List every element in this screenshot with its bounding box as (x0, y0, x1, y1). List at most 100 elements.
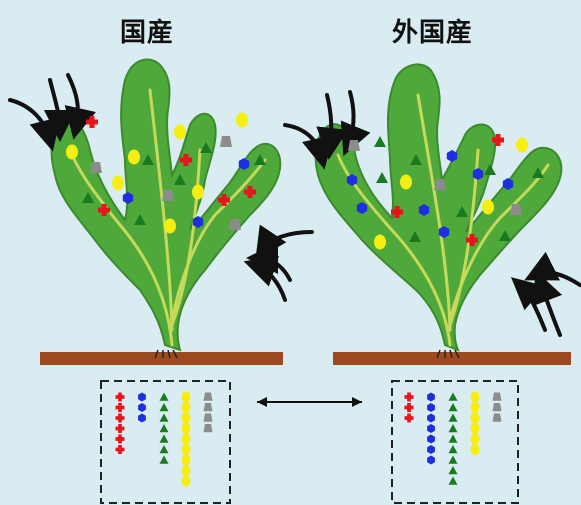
marker-green (449, 435, 458, 443)
marker-green (160, 456, 169, 464)
marker-blue (427, 424, 435, 433)
marker-green (160, 435, 169, 443)
summary-item (116, 403, 125, 412)
summary-item (204, 393, 213, 401)
summary-item (471, 423, 480, 434)
marker-yellow (112, 176, 124, 191)
summary-item (160, 393, 169, 401)
summary-item (449, 445, 458, 453)
marker-green (160, 403, 169, 411)
summary-item (449, 477, 458, 485)
marker-gray (90, 162, 102, 173)
summary-item (427, 445, 435, 454)
summary-item (160, 445, 169, 453)
marker-yellow (471, 412, 480, 423)
marker-blue (427, 445, 435, 454)
marker-yellow (482, 200, 494, 215)
marker-yellow (374, 235, 386, 250)
marker-gray (493, 403, 502, 411)
marker-green (449, 445, 458, 453)
marker-yellow (164, 219, 176, 234)
rock-domestic (40, 352, 283, 365)
marker-yellow (128, 150, 140, 165)
marker-green (160, 393, 169, 401)
marker-red (116, 414, 125, 423)
marker-gray (204, 424, 213, 432)
summary-item (449, 414, 458, 422)
summary-item (493, 403, 502, 411)
marker-gray (220, 136, 232, 147)
marker-blue (427, 455, 435, 464)
marker-yellow (182, 444, 191, 455)
summary-item (160, 414, 169, 422)
summary-item (116, 445, 125, 454)
marker-yellow (192, 185, 204, 200)
summary-item (405, 403, 414, 412)
summary-item (116, 435, 125, 444)
marker-green (160, 424, 169, 432)
summary-item (138, 392, 146, 401)
summary-item (182, 412, 191, 423)
marker-gray (204, 403, 213, 411)
summary-item (160, 456, 169, 464)
summary-item (182, 433, 191, 444)
marker-yellow (471, 433, 480, 444)
marker-blue (427, 413, 435, 422)
marker-gray (162, 190, 174, 201)
marker-red (405, 393, 414, 402)
summary-item (182, 423, 191, 434)
marker-yellow (182, 465, 191, 476)
marker-green (160, 414, 169, 422)
summary-item (182, 475, 191, 486)
summary-item (427, 403, 435, 412)
summary-item (138, 403, 146, 412)
marker-green (449, 393, 458, 401)
summary-item (182, 454, 191, 465)
marker-blue (427, 434, 435, 443)
summary-item (116, 414, 125, 423)
marker-red (405, 414, 414, 423)
summary-item (471, 402, 480, 413)
marker-yellow (236, 113, 248, 128)
summary-item (160, 435, 169, 443)
summary-item (449, 393, 458, 401)
marker-green (160, 445, 169, 453)
summary-item (405, 393, 414, 402)
summary-item (204, 414, 213, 422)
marker-gray (510, 204, 522, 215)
marker-yellow (182, 402, 191, 413)
marker-yellow (182, 391, 191, 402)
marker-yellow (471, 444, 480, 455)
marker-red (86, 116, 98, 128)
summary-item (427, 424, 435, 433)
marker-yellow (471, 402, 480, 413)
marker-red (405, 403, 414, 412)
summary-item (471, 412, 480, 423)
marker-yellow (182, 454, 191, 465)
marker-yellow (400, 175, 412, 190)
marker-gray (204, 393, 213, 401)
marker-gray (434, 179, 446, 190)
summary-item (182, 444, 191, 455)
marker-green (449, 456, 458, 464)
marker-yellow (174, 125, 186, 140)
summary-item (449, 424, 458, 432)
summary-domestic (116, 391, 213, 486)
marker-blue (138, 392, 146, 401)
marker-yellow (182, 433, 191, 444)
marker-blue (427, 392, 435, 401)
marker-yellow (516, 138, 528, 153)
marker-green (449, 477, 458, 485)
marker-yellow (182, 475, 191, 486)
summary-item (493, 393, 502, 401)
summary-item (471, 433, 480, 444)
summary-item (471, 444, 480, 455)
summary-imported (405, 391, 502, 484)
marker-gray (493, 414, 502, 422)
summary-item (160, 403, 169, 411)
marker-green (449, 424, 458, 432)
summary-item (116, 424, 125, 433)
summary-item (405, 414, 414, 423)
summary-item (449, 403, 458, 411)
